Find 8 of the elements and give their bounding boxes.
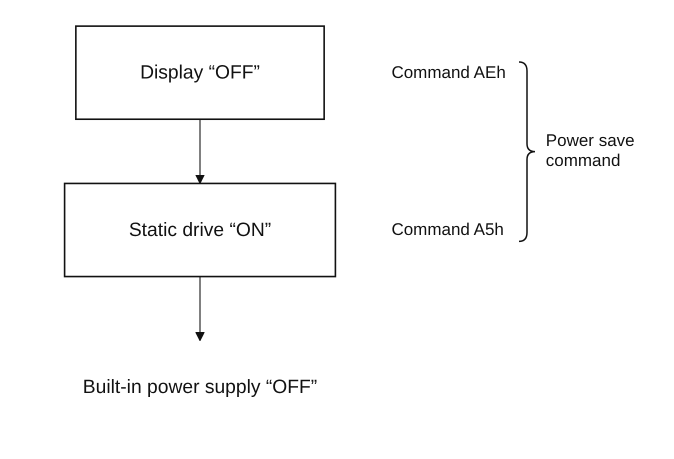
arrow [195, 276, 205, 342]
node-text: Built-in power supply “OFF” [82, 376, 318, 398]
arrow [195, 119, 205, 184]
node-box: Display “OFF” [75, 25, 325, 120]
command-note: Command A5h [391, 220, 504, 240]
bracket-label: Power save command [546, 131, 636, 172]
command-note: Command AEh [391, 62, 506, 83]
node-box: Static drive “ON” [64, 182, 336, 278]
